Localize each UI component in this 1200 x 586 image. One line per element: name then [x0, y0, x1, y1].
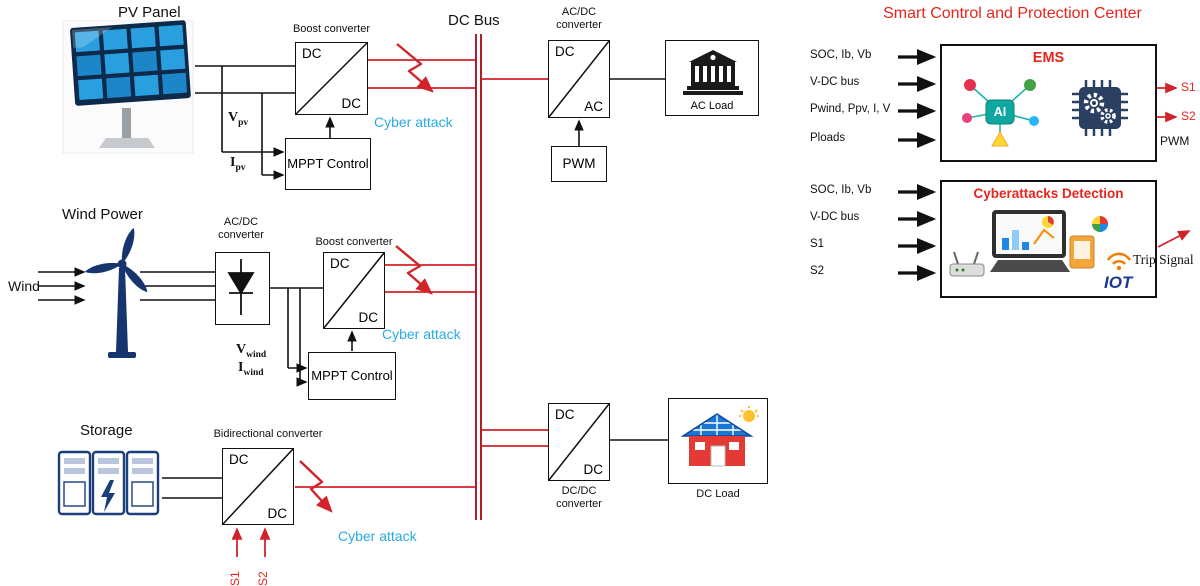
ems-output-pwm: PWM [1160, 134, 1190, 148]
converter-top-label: DC [555, 44, 575, 59]
dc-load-house-icon [680, 406, 759, 467]
iot-label: IOT [1104, 273, 1134, 292]
converter-diagonal [549, 41, 609, 117]
wind-cyber-attack-label: Cyber attack [382, 326, 461, 342]
detection-title: Cyberattacks Detection [973, 186, 1124, 201]
converter-bottom-label: DC [267, 506, 288, 521]
ems-output-s1: S1 [1181, 80, 1196, 94]
dc-bus-label: DC Bus [448, 12, 500, 29]
tablet-icon [1069, 235, 1095, 269]
detection-input-2: V-DC bus [810, 211, 860, 223]
wind-title: Wind Power [62, 206, 143, 223]
ems-input-1: SOC, Ib, Vb [810, 49, 872, 61]
pv-mppt-control: MPPT Control [285, 138, 371, 190]
pv-title: PV Panel [118, 4, 181, 21]
converter-top-label: DC [330, 256, 350, 271]
ai-network-icon: AI [962, 79, 1039, 147]
storage-title: Storage [80, 422, 133, 439]
wind-boost-label: Boost converter [315, 236, 393, 248]
converter-bottom-label: DC [341, 96, 362, 111]
iot-icon: IOT [1104, 252, 1134, 292]
detection-input-4: S2 [810, 265, 825, 277]
detection-input-1: SOC, Ib, Vb [810, 184, 872, 196]
wind-turbine-icon [84, 227, 148, 358]
detection-icons: IOT [949, 210, 1134, 292]
wind-mppt-control: MPPT Control [308, 352, 396, 400]
storage-s1-label: S1 [228, 571, 242, 586]
dc-output-converter: DC DC [548, 403, 610, 481]
converter-top-label: DC [302, 46, 322, 61]
converter-diagonal [324, 253, 384, 328]
pv-boost-converter: DC DC [295, 42, 368, 115]
cyberattacks-detection-box: Cyberattacks Detection [940, 180, 1157, 298]
pv-cyber-attack-label: Cyber attack [374, 114, 453, 130]
converter-diagonal [223, 449, 293, 524]
ems-input-2: V-DC bus [810, 76, 860, 88]
diode-icon [227, 259, 255, 315]
monitor-charts-icon [990, 210, 1070, 272]
wind-current-label: Iwind [238, 360, 264, 378]
ai-label: AI [994, 105, 1007, 119]
detection-input-3: S1 [810, 238, 825, 250]
wind-source-label: Wind [8, 278, 40, 294]
converter-diagonal [296, 43, 367, 114]
router-icon [949, 251, 985, 277]
pv-current-label: Ipv [230, 155, 246, 173]
ac-load-label: AC Load [690, 99, 734, 112]
bidirectional-converter-label: Bidirectional converter [213, 428, 323, 440]
storage-s2-label: S2 [256, 571, 270, 586]
ac-load-building-icon [683, 50, 743, 95]
pv-voltage-label: Vpv [228, 110, 249, 128]
control-center-title: Smart Control and Protection Center [883, 5, 1142, 22]
trip-signal-label: Trip Signal [1133, 252, 1194, 267]
chip-icon [1072, 80, 1128, 136]
ems-box: EMS AI [940, 44, 1157, 162]
converter-bottom-label: DC [358, 310, 379, 325]
dc-bus [475, 34, 482, 520]
pv-boost-label: Boost converter [292, 23, 371, 35]
pv-panel-icon [62, 20, 194, 154]
converter-bottom-label: DC [583, 462, 604, 477]
ac-load-box: AC Load [665, 40, 759, 116]
pwm-box: PWM [551, 146, 607, 182]
converter-bottom-label: AC [584, 99, 603, 114]
color-wheel-icon [1092, 216, 1108, 232]
ems-output-s2: S2 [1181, 109, 1196, 123]
converter-diagonal [549, 404, 609, 480]
ems-title: EMS [1032, 50, 1065, 66]
wind-acdc-converter [215, 252, 270, 325]
wind-voltage-label: Vwind [236, 342, 267, 360]
ems-input-3: Pwind, Ppv, I, V [810, 103, 891, 115]
bidirectional-converter: DC DC [222, 448, 294, 525]
storage-cyber-attack-label: Cyber attack [338, 528, 417, 544]
wind-boost-converter: DC DC [323, 252, 385, 329]
converter-top-label: DC [229, 452, 249, 467]
dc-load-label: DC Load [696, 488, 740, 500]
battery-storage-icon [57, 450, 160, 516]
ems-input-4: Ploads [810, 132, 846, 144]
converter-top-label: DC [555, 407, 575, 422]
dc-load-box [668, 398, 768, 484]
ac-output-converter: DC AC [548, 40, 610, 118]
